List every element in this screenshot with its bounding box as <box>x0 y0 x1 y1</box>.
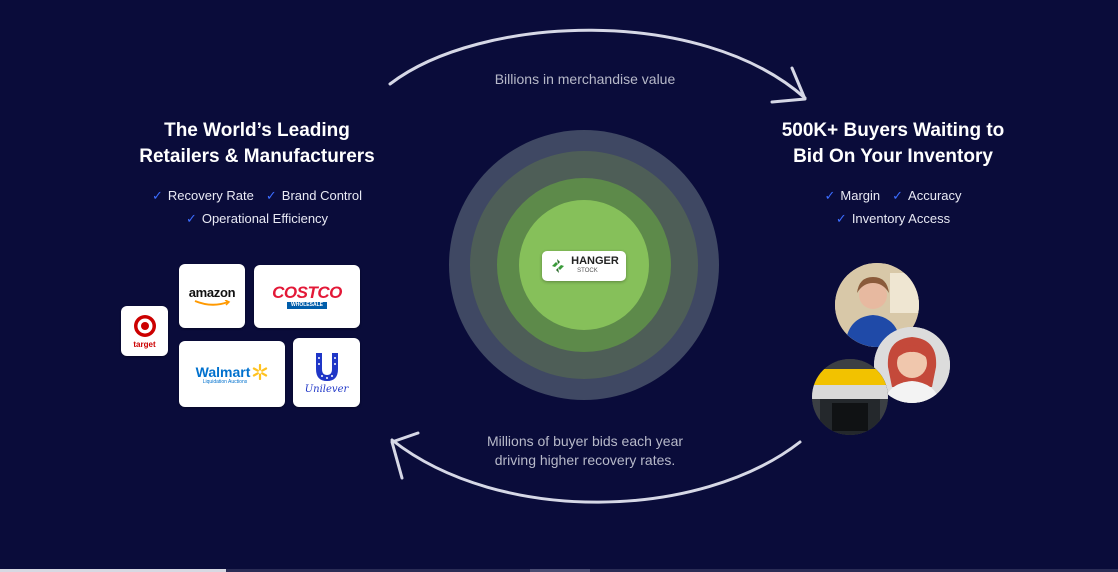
check-item: ✓Brand Control <box>265 188 362 203</box>
top-flow-label: Billions in merchandise value <box>494 71 676 87</box>
costco-wordmark: COSTCO <box>272 283 342 302</box>
buyer-avatar-2 <box>874 327 950 403</box>
check-item: ✓Operational Efficiency <box>185 211 329 226</box>
left-heading-line1: The World’s Leading <box>164 120 350 141</box>
amazon-logo-card: amazon <box>179 264 245 328</box>
buyer-avatar-3 <box>812 359 888 435</box>
target-wordmark: target <box>133 339 156 349</box>
check-icon: ✓ <box>151 188 163 203</box>
walmart-wordmark: Walmart <box>195 363 251 380</box>
amazon-wordmark: amazon <box>188 285 236 300</box>
check-icon: ✓ <box>835 211 847 226</box>
check-item: ✓Margin <box>824 188 881 203</box>
bottom-flow-label-line1: Millions of buyer bids each year <box>486 433 684 449</box>
unilever-logo-card: Unilever <box>293 338 360 407</box>
check-icon: ✓ <box>892 188 904 203</box>
check-item: ✓Accuracy <box>892 188 962 203</box>
right-heading-line2: Bid On Your Inventory <box>793 146 993 167</box>
check-item: ✓Recovery Rate <box>151 188 254 203</box>
right-heading: 500K+ Buyers Waiting to Bid On Your Inve… <box>743 118 1043 170</box>
top-flow-arrow-icon <box>388 28 807 100</box>
walmart-sub-wordmark: Liquidation Auctions <box>202 378 248 385</box>
left-checklist: ✓Recovery Rate ✓Brand Control ✓Operationa… <box>107 184 407 230</box>
hanger-brand-sub: STOCK <box>577 268 598 274</box>
left-heading: The World’s Leading Retailers & Manufact… <box>107 118 407 170</box>
check-item: ✓Inventory Access <box>835 211 951 226</box>
bottom-scroll-indicator <box>0 569 1118 572</box>
check-icon: ✓ <box>265 188 277 203</box>
hanger-stock-logo: HANGER STOCK <box>542 251 626 281</box>
hanger-stock-logo-icon <box>552 259 565 273</box>
check-icon: ✓ <box>824 188 836 203</box>
top-arrowhead-icon <box>770 66 807 104</box>
costco-logo-card: COSTCO WHOLESALE <box>254 265 360 328</box>
hanger-brand-name: HANGER <box>571 255 619 267</box>
bottom-flow-label: Millions of buyer bids each year driving… <box>435 432 735 470</box>
target-logo-card: target <box>121 306 168 356</box>
walmart-spark-icon <box>253 363 268 380</box>
check-icon: ✓ <box>185 211 197 226</box>
walmart-logo-card: Walmart Liquidation Auctions <box>179 341 285 407</box>
unilever-u-icon <box>315 353 338 381</box>
buyer-avatar-1 <box>835 263 919 347</box>
unilever-wordmark: Unilever <box>304 384 349 395</box>
amazon-smile-icon <box>194 300 231 306</box>
bottom-flow-arrow-icon <box>390 438 802 504</box>
bottom-arrowhead-icon <box>390 431 420 480</box>
right-checklist: ✓Margin ✓Accuracy ✓Inventory Access <box>743 184 1043 230</box>
bottom-flow-label-line2: driving higher recovery rates. <box>494 452 676 468</box>
target-bullseye-icon <box>133 314 156 337</box>
left-heading-line2: Retailers & Manufacturers <box>139 146 375 167</box>
right-heading-line1: 500K+ Buyers Waiting to <box>781 120 1005 141</box>
costco-sub-wordmark: WHOLESALE <box>287 302 327 309</box>
